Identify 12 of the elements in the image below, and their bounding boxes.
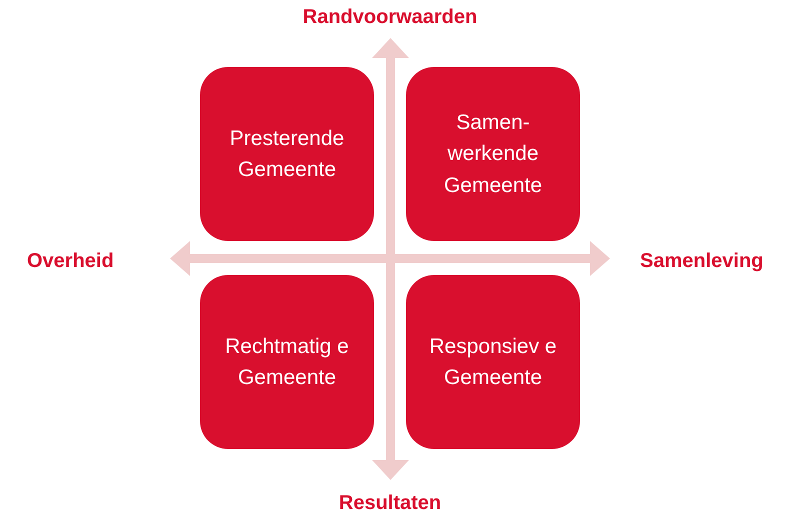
box-label: Rechtmatig e Gemeente bbox=[224, 334, 350, 391]
axis-label: Samenleving bbox=[640, 250, 764, 273]
quadrant-box bbox=[406, 275, 580, 449]
quadrant-box bbox=[200, 67, 374, 241]
quadrant-box bbox=[200, 275, 374, 449]
quadrant-box bbox=[406, 67, 580, 241]
box-label: Samen- werkende Gemeente bbox=[442, 110, 544, 199]
axis-label: Overheid bbox=[27, 250, 114, 273]
axis-label: Randvoorwaarden bbox=[302, 6, 478, 29]
axis-label: Resultaten bbox=[338, 492, 442, 515]
box-label: Responsiev e Gemeente bbox=[428, 334, 558, 391]
box-label: Presterende Gemeente bbox=[228, 126, 346, 183]
